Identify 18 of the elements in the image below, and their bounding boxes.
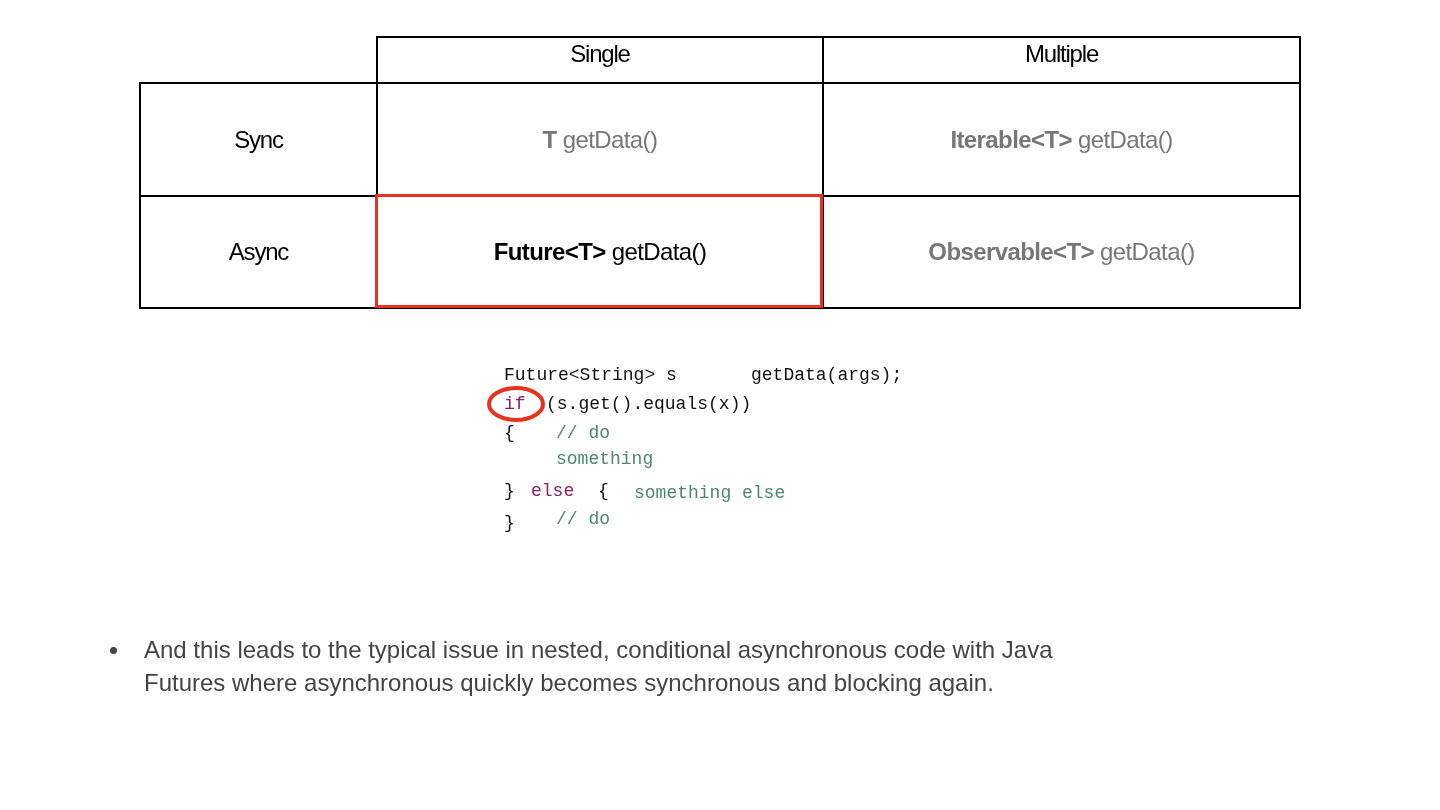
code-text: {: [598, 480, 609, 503]
code-text: }: [504, 480, 515, 503]
code-comment: // do something: [556, 422, 655, 471]
row-header: Sync: [139, 82, 378, 197]
table-cell: Observable<T> getData(): [822, 195, 1301, 309]
row-header: Async: [139, 195, 378, 309]
code-text: {: [504, 422, 515, 445]
code-keyword: else: [531, 480, 575, 503]
code-text: getData(args);: [751, 364, 903, 387]
code-comment: something else: [634, 482, 786, 505]
code-text: (s.get().equals(x)): [546, 393, 752, 416]
column-header: Multiple: [822, 36, 1301, 84]
code-text: Future<String> s: [504, 364, 677, 387]
code-comment: // do: [556, 508, 610, 531]
code-keyword: if: [504, 393, 526, 416]
bullet-text: And this leads to the typical issue in nested, conditional asynchronous code with Java Futures where asynchronous quickly becomes synchronous and blocking again.: [144, 635, 1054, 698]
code-text: }: [504, 512, 515, 535]
column-header: Single: [376, 36, 824, 84]
